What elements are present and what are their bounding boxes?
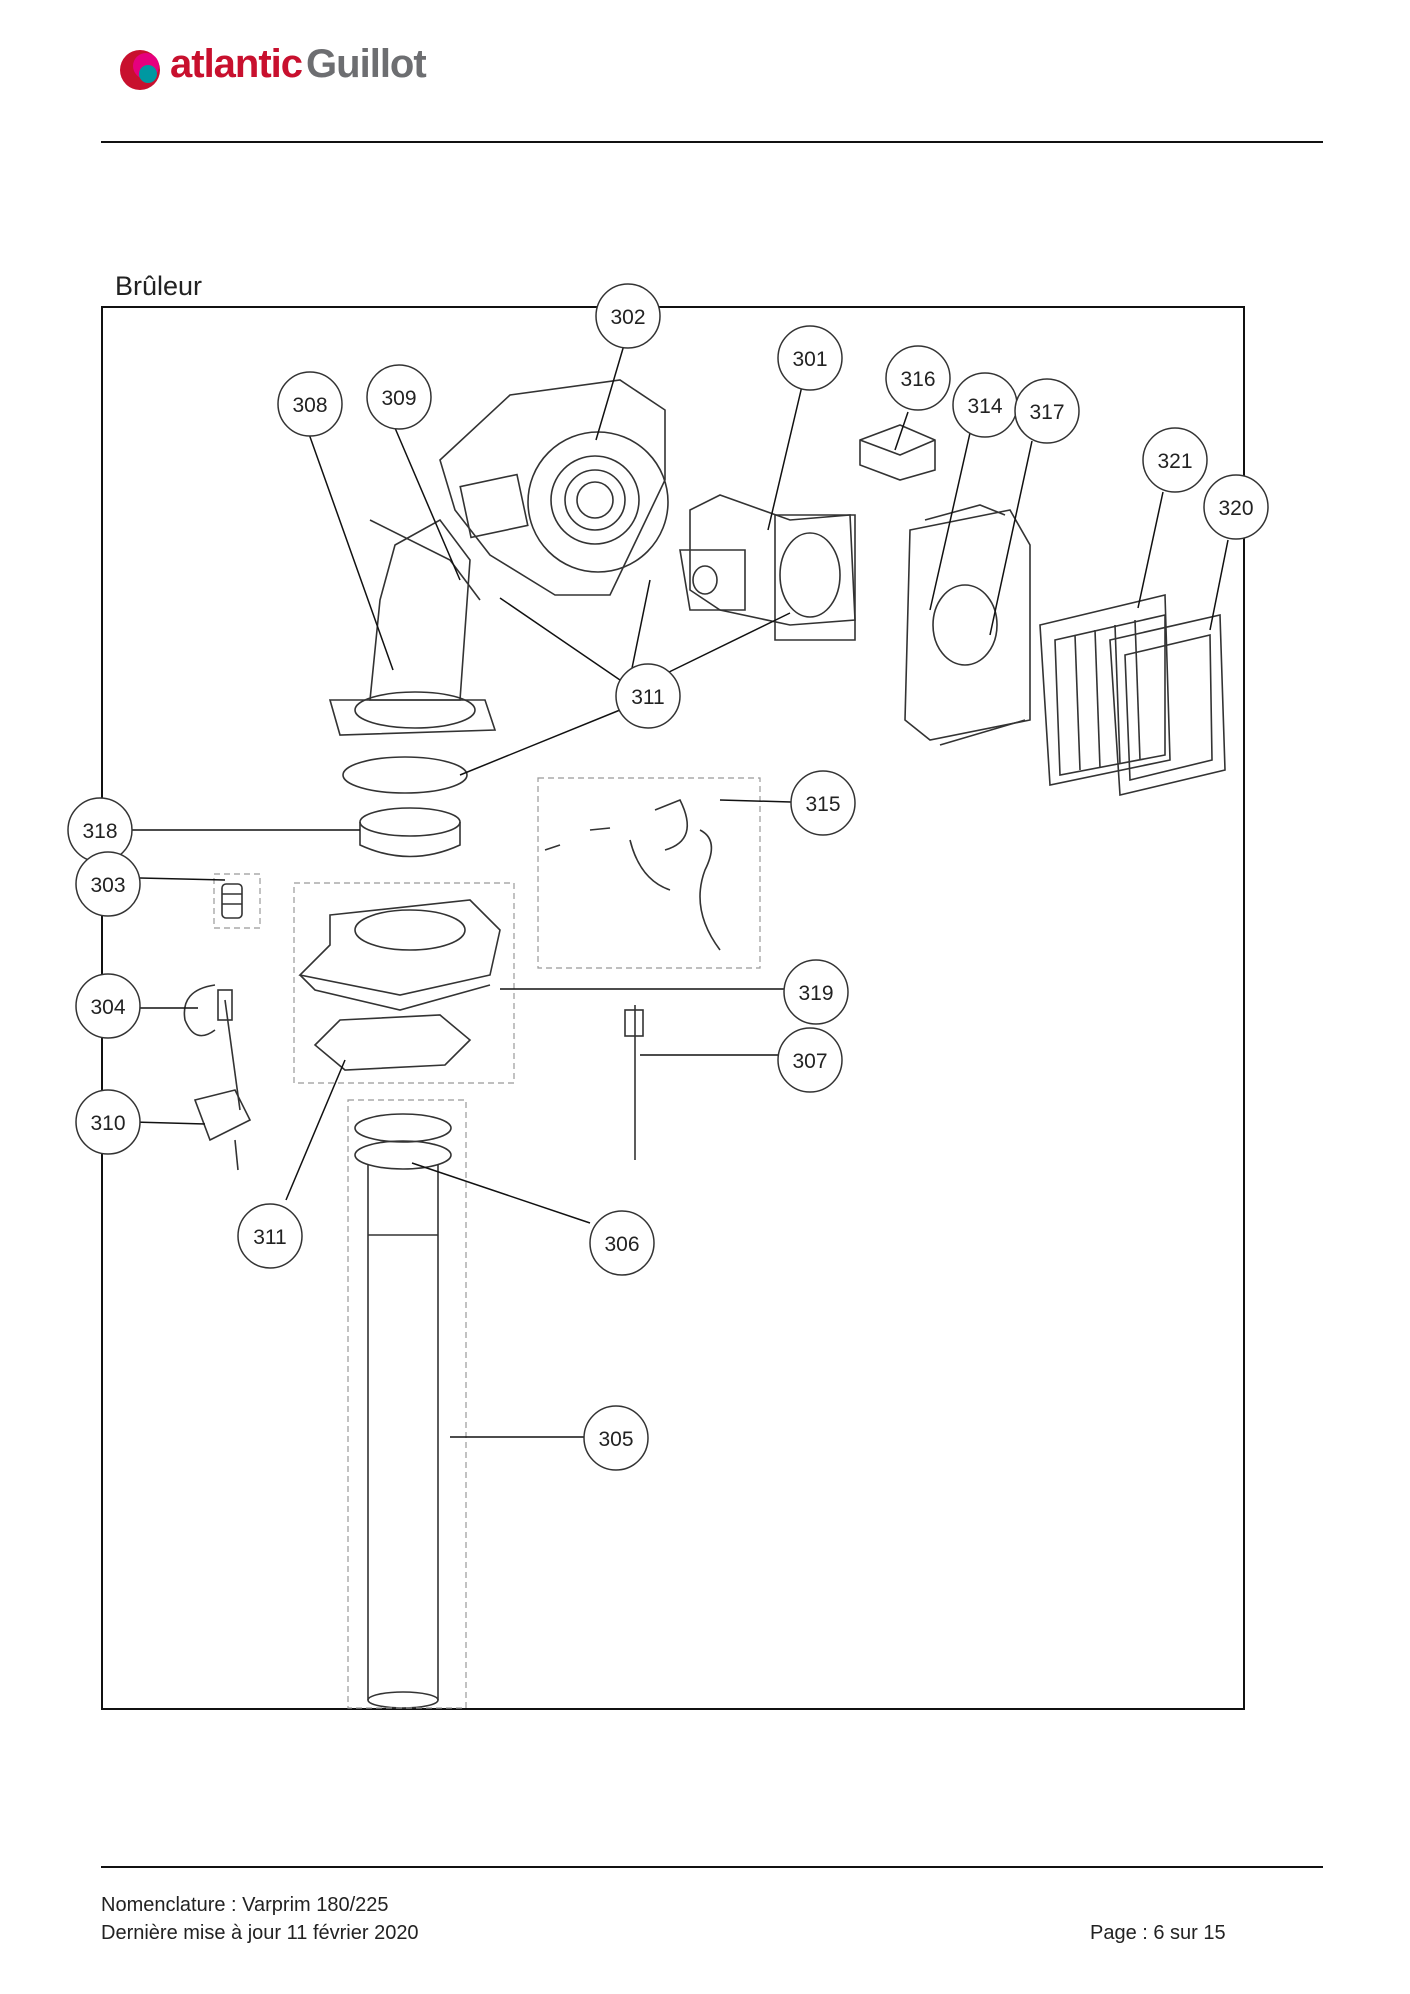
- gasket-ring-part: [342, 756, 468, 794]
- callout-label: 319: [798, 982, 833, 1005]
- ignition-cable-part: [183, 984, 241, 1111]
- callout-303: 303: [75, 851, 141, 917]
- callout-304: 304: [75, 973, 141, 1039]
- callout-314: 314: [952, 372, 1018, 438]
- octagon-gasket-part: [313, 1014, 472, 1071]
- callout-label: 321: [1157, 450, 1192, 473]
- callout-label: 307: [792, 1050, 827, 1073]
- filter-cover-part: [1039, 593, 1171, 786]
- callout-label: 314: [967, 395, 1002, 418]
- dashed-groups: [213, 777, 761, 1709]
- callout-309: 309: [366, 364, 432, 430]
- callout-label: 302: [610, 306, 645, 329]
- callout-label: 309: [381, 387, 416, 410]
- box-housing-part: [904, 504, 1031, 746]
- callout-label: 315: [805, 793, 840, 816]
- callouts: 302 301 316 314 317 308 309 321 320 311 …: [67, 283, 1269, 1471]
- air-duct-part: [679, 494, 856, 641]
- leader-lines: [130, 344, 1229, 1438]
- callout-308: 308: [277, 371, 343, 437]
- footer-last-update: Dernière mise à jour 11 février 2020: [101, 1922, 419, 1944]
- parts-drawing: [183, 379, 1226, 1709]
- section-title: Brûleur: [115, 271, 203, 301]
- callout-label: 303: [90, 874, 125, 897]
- burner-plate-part: [298, 899, 501, 1011]
- callout-311-bottom: 311: [237, 1203, 303, 1269]
- callout-302: 302: [595, 283, 661, 349]
- callout-301: 301: [777, 325, 843, 391]
- callout-label: 317: [1029, 401, 1064, 424]
- inclined-tube-part: [328, 518, 497, 736]
- callout-label: 310: [90, 1112, 125, 1135]
- footer-rule: [101, 1866, 1323, 1868]
- callout-label: 318: [82, 820, 117, 843]
- ignition-bracket-part: [193, 1089, 252, 1171]
- callout-320: 320: [1203, 474, 1269, 540]
- callout-321: 321: [1142, 427, 1208, 493]
- footer-nomenclature: Nomenclature : Varprim 180/225: [101, 1894, 389, 1916]
- callout-318: 318: [67, 797, 133, 863]
- hoses-part: [544, 798, 721, 951]
- brand-secondary: Guillot: [306, 42, 427, 86]
- callout-label: 306: [604, 1233, 639, 1256]
- brand-primary: atlantic: [170, 42, 303, 86]
- callout-310: 310: [75, 1089, 141, 1155]
- callout-label: 320: [1218, 497, 1253, 520]
- callout-315: 315: [790, 770, 856, 836]
- spring-part: [221, 883, 243, 919]
- relay-box-part: [859, 424, 936, 481]
- callout-label: 308: [292, 394, 327, 417]
- callout-305: 305: [583, 1405, 649, 1471]
- callout-label: 311: [631, 686, 664, 709]
- callout-316: 316: [885, 345, 951, 411]
- callout-label: 316: [900, 368, 935, 391]
- header-rule: [101, 141, 1323, 143]
- callout-306: 306: [589, 1210, 655, 1276]
- callout-label: 304: [90, 996, 125, 1019]
- frame-gasket-part: [1109, 614, 1226, 796]
- callout-319: 319: [783, 959, 849, 1025]
- callout-317: 317: [1014, 378, 1080, 444]
- callout-label: 301: [792, 348, 827, 371]
- callout-307: 307: [777, 1027, 843, 1093]
- footer-page-number: Page : 6 sur 15: [1090, 1922, 1226, 1944]
- electrode-part: [624, 1005, 644, 1160]
- callout-label: 311: [253, 1226, 286, 1249]
- burner-tube-part: [354, 1113, 452, 1709]
- callout-label: 305: [598, 1428, 633, 1451]
- burner-ring-part: [359, 807, 461, 858]
- callout-311-top: 311: [615, 663, 681, 729]
- logo-icon: [120, 50, 160, 90]
- fan-housing-part: [439, 379, 669, 596]
